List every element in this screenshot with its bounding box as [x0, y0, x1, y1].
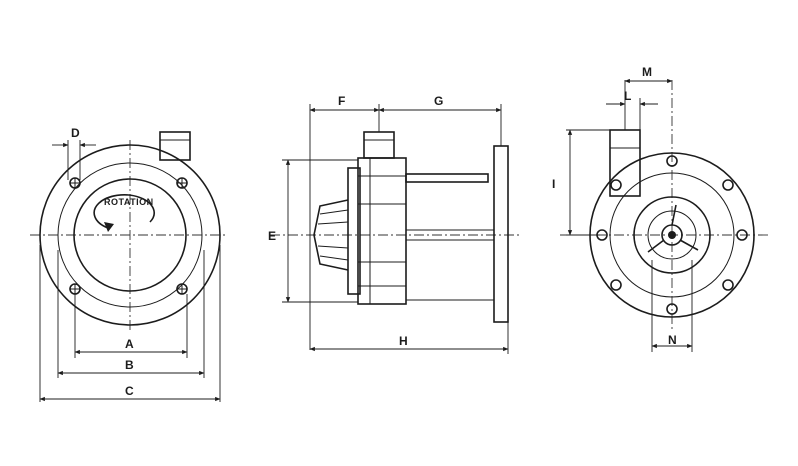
rotation-label: ROTATION	[104, 197, 154, 207]
dim-label-g: G	[434, 94, 443, 108]
dim-label-n: N	[668, 333, 677, 347]
rear-view: I L M N	[552, 65, 770, 352]
motor-shaft	[405, 173, 489, 183]
dim-label-a: A	[125, 337, 134, 351]
dim-label-m: M	[642, 65, 652, 79]
rotation-arrow-icon	[93, 194, 155, 229]
dim-label-b: B	[125, 358, 134, 372]
dim-label-d: D	[71, 126, 80, 140]
outlet-pipe-rear	[609, 129, 641, 197]
front-view: ROTATION D A B C	[30, 126, 228, 402]
dim-label-l: L	[624, 89, 631, 103]
mounting-flange	[493, 145, 509, 323]
dim-label-e: E	[268, 229, 276, 243]
dim-label-i: I	[552, 177, 555, 191]
dim-label-f: F	[338, 94, 345, 108]
side-view: E F G H	[268, 94, 520, 354]
outlet-pipe	[363, 131, 395, 159]
dim-label-c: C	[125, 384, 134, 398]
outlet-port	[159, 131, 191, 161]
pump-housing	[357, 157, 407, 305]
dim-label-h: H	[399, 334, 408, 348]
